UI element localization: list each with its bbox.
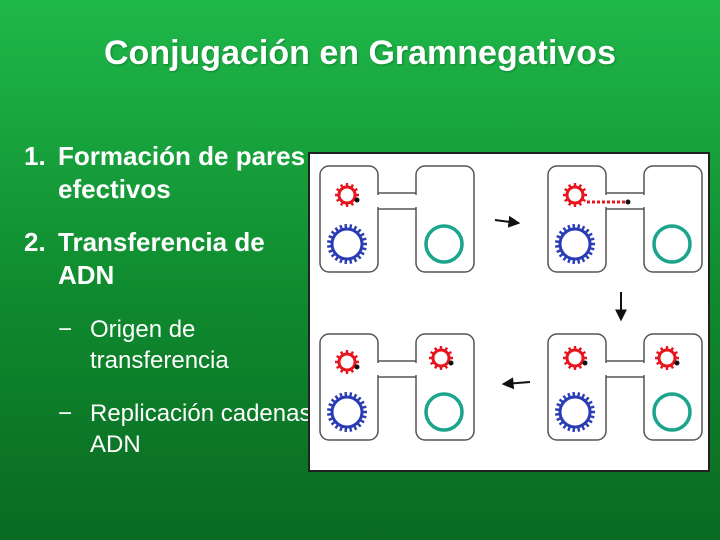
sub-text-2: Replicación cadenas ADN (90, 400, 312, 458)
origin-dot-3b (448, 360, 454, 366)
list-text-1: Formación de pares efectivos (58, 141, 306, 204)
list-item-1: 1. Formación de pares efectivos (24, 140, 314, 206)
sub-dash-1: − (58, 316, 73, 343)
recipient-cell-3 (415, 333, 475, 441)
sub-list: − Origen de transferencia − Replicación … (24, 314, 314, 460)
recipient-chromosome-3 (424, 392, 464, 432)
origin-dot-2 (625, 199, 631, 205)
arrow-left-icon (501, 377, 531, 390)
sub-text-1: Origen de transferencia (90, 316, 229, 374)
recipient-cell-1 (415, 165, 475, 273)
diagram-canvas (319, 165, 703, 441)
bridge-join-left-2 (604, 195, 609, 207)
recipient-chromosome-1 (424, 224, 464, 264)
list-number-1: 1. (24, 141, 46, 171)
bridge-join-right-1 (413, 195, 418, 207)
origin-dot-1 (354, 197, 360, 203)
origin-dot-4b (674, 360, 680, 366)
donor-cell-4 (547, 333, 607, 441)
donor-chromosome-1-teeth (327, 223, 367, 265)
donor-cell-2 (547, 165, 607, 273)
bridge-join-right-4 (641, 363, 646, 375)
donor-cell-3 (319, 333, 379, 441)
origin-dot-3 (354, 364, 360, 370)
bridge-join-right-3 (413, 363, 418, 375)
sub-item-1: − Origen de transferencia (24, 314, 314, 376)
origin-dot-4 (582, 360, 588, 366)
donor-chromosome-4-teeth (555, 391, 595, 433)
slide-title: Conjugación en Gramnegativos (104, 34, 616, 72)
bridge-join-left-1 (376, 195, 381, 207)
recipient-chromosome-4 (652, 392, 692, 432)
list-item-2: 2. Transferencia de ADN (24, 226, 314, 292)
arrow-right-icon (494, 215, 521, 228)
donor-chromosome-3-teeth (327, 391, 367, 433)
bridge-join-left-3 (376, 363, 381, 375)
donor-cell-1 (319, 165, 379, 273)
bridge-join-left-4 (604, 363, 609, 375)
sub-item-2: − Replicación cadenas ADN (24, 398, 314, 460)
donor-plasmid-2-teeth (563, 183, 587, 207)
bullet-list: 1. Formación de pares efectivos 2. Trans… (24, 140, 314, 460)
conjugation-diagram (308, 152, 710, 472)
list-text-2: Transferencia de ADN (58, 227, 265, 290)
recipient-chromosome-2 (652, 224, 692, 264)
list-number-2: 2. (24, 227, 46, 257)
sub-dash-2: − (58, 400, 73, 427)
donor-chromosome-2-teeth (555, 223, 595, 265)
bridge-join-right-2 (641, 195, 646, 207)
recipient-cell-2 (643, 165, 703, 273)
